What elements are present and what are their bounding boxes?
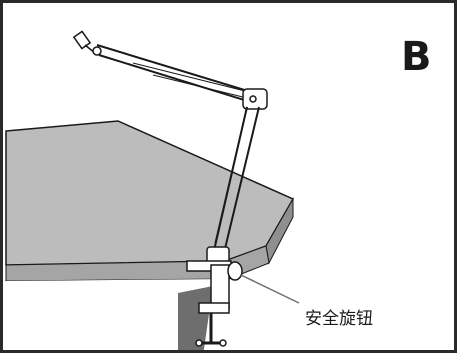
desk-side-shadow	[178, 286, 213, 350]
lower-arm	[212, 106, 260, 258]
elbow-joint	[242, 88, 268, 110]
safety-knob-icon	[227, 261, 243, 281]
desk-shadow	[6, 279, 229, 350]
clamp-icon	[186, 260, 232, 347]
callout-line	[240, 274, 300, 304]
upper-arm	[96, 44, 262, 105]
illustration	[5, 30, 300, 350]
mic-mount-icon	[72, 30, 102, 56]
callout-label: 安全旋钮	[305, 309, 373, 329]
panel-label: B	[401, 34, 432, 80]
